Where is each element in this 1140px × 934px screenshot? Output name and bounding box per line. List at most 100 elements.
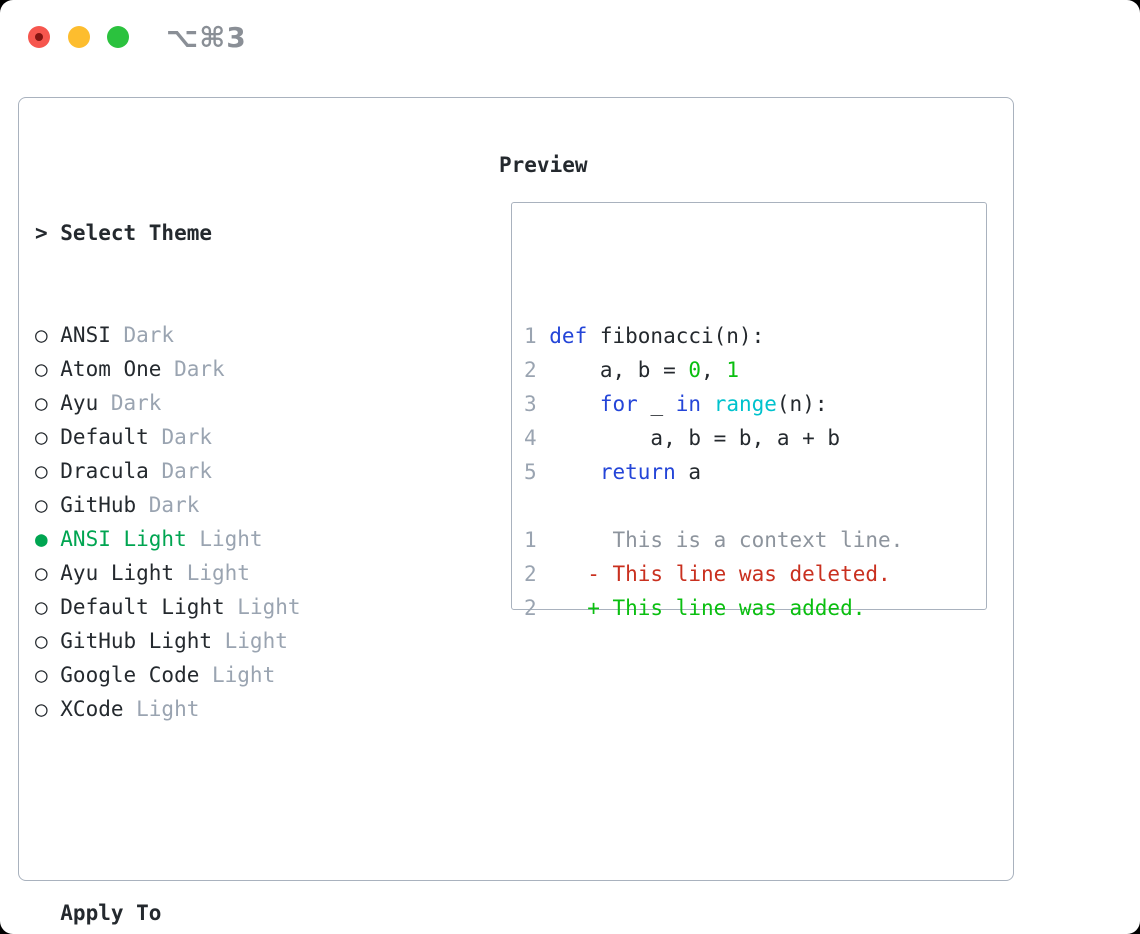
radio-unselected-icon: ○ [35,425,48,449]
theme-option-google-code[interactable]: ○ Google Code Light [35,658,389,692]
radio-selected-icon: ● [35,527,48,551]
theme-variant: Light [186,527,263,551]
radio-unselected-icon: ○ [35,697,48,721]
code-segment-kw: return [599,460,676,484]
code-segment-fn: range [713,392,777,416]
radio-unselected-icon: ○ [35,595,48,619]
theme-variant: Dark [98,391,162,415]
theme-option-ayu[interactable]: ○ Ayu Dark [35,386,389,420]
theme-name: Atom One [60,357,162,381]
code-segment-fg: a [675,460,702,484]
theme-name: Google Code [60,663,200,687]
theme-option-default-light[interactable]: ○ Default Light Light [35,590,389,624]
preview-line: 1 This is a context line. [524,523,974,557]
radio-unselected-icon: ○ [35,493,48,517]
preview-line: 3 for _ in range(n): [524,387,974,421]
apply-to-header: Apply To [35,896,389,930]
preview-line: 2 - This line was deleted. [524,557,974,591]
theme-variant: Dark [161,357,225,381]
theme-variant: Dark [148,425,213,449]
radio-unselected-icon: ○ [35,629,48,653]
theme-name: ANSI Light [60,527,187,551]
radio-unselected-icon: ○ [35,357,48,381]
theme-selector-panel: >Select Theme ○ANSI Dark○Atom One Dark○A… [18,97,1014,925]
theme-name: Ayu [60,391,99,415]
theme-name: GitHub [60,493,137,517]
apply-to-header-label: Apply To [60,901,162,925]
close-window-button[interactable] [28,26,50,48]
theme-name: Default [60,425,149,449]
preview-line: 5 return a [524,455,974,489]
radio-unselected-icon: ○ [35,323,48,347]
theme-name: Dracula [60,459,149,483]
select-theme-header: >Select Theme [35,216,389,250]
radio-unselected-icon: ○ [35,663,48,687]
theme-option-ayu-light[interactable]: ○Ayu Light Light [35,556,389,590]
line-number: 5 [524,460,537,484]
code-segment-fg: a, b = [549,358,689,382]
code-segment-ctx: This is a context line. [549,528,904,552]
code-segment-fg [549,460,600,484]
code-segment-del: - This line was deleted. [549,562,891,586]
preview-line: 4 a, b = b, a + b [524,421,974,455]
theme-option-xcode[interactable]: ○ XCode Light [35,692,389,726]
zoom-window-button[interactable] [107,26,129,48]
line-number: 2 [524,562,537,586]
theme-variant: Light [212,629,288,653]
code-segment-kw: def [549,324,588,348]
theme-options-list: ○ ANSI Dark ○ Atom One Dark ○ Ayu Dark ○ Defaul… [35,318,389,726]
theme-option-atom-one[interactable]: ○ Atom One Dark [35,352,389,386]
theme-name: Default Light [60,595,225,619]
preview-line: 1 def fibonacci(n): [524,319,974,353]
preview-line: 2 a, b = 0, 1 [524,353,974,387]
code-segment-num: 1 [726,358,739,382]
theme-option-default[interactable]: ○ Default Dark [35,420,389,454]
line-number: 2 [524,358,537,382]
line-number: 3 [524,392,537,416]
focus-caret-icon: > [35,221,48,245]
theme-option-dracula[interactable]: ○ Dracula Dark [35,454,389,488]
minimize-window-button[interactable] [68,26,90,48]
theme-name: GitHub Light [60,629,212,653]
close-window-dot-icon [35,33,43,41]
code-segment-add: + This line was added. [549,596,866,620]
theme-option-github-light[interactable]: ○ GitHub Light Light [35,624,389,658]
line-number: 4 [524,426,537,450]
line-number: 1 [524,528,537,552]
theme-option-github[interactable]: ○ GitHub Dark [35,488,389,522]
theme-variant: Dark [136,493,200,517]
code-segment-fg [701,392,714,416]
theme-variant: Light [123,697,200,721]
theme-variant: Dark [148,459,213,483]
preview-title: Preview [499,153,588,177]
theme-option-ansi-light[interactable]: ● ANSI Light Light [35,522,389,556]
theme-name: Ayu Light [60,561,175,585]
window-shortcut-label: ⌥⌘3 [166,21,247,54]
code-segment-fg: fibonacci(n): [587,324,765,348]
line-number: 1 [524,324,537,348]
code-segment-kw: for [599,392,638,416]
code-segment-kw: in [675,392,702,416]
code-segment-fg: , [701,358,727,382]
theme-variant: Light [199,663,276,687]
code-segment-fg [549,392,600,416]
spacer [35,794,389,828]
radio-unselected-icon: ○ [35,391,48,415]
code-segment-fg: a, b = b, a + b [549,426,841,450]
line-number: 2 [524,596,537,620]
radio-unselected-icon: ○ [35,459,48,483]
theme-variant: Dark [110,323,175,347]
preview-line: 2 + This line was added. [524,591,974,625]
theme-name: ANSI [60,323,111,347]
code-segment-fg: _ [637,392,676,416]
theme-option-ansi[interactable]: ○ ANSI Dark [35,318,389,352]
theme-list-column: >Select Theme ○ANSI Dark○Atom One Dark○A… [35,148,389,934]
theme-variant: Light [174,561,250,585]
preview-line [524,489,974,523]
code-segment-fg: (n): [776,392,828,416]
theme-variant: Light [224,595,301,619]
theme-name: XCode [60,697,124,721]
